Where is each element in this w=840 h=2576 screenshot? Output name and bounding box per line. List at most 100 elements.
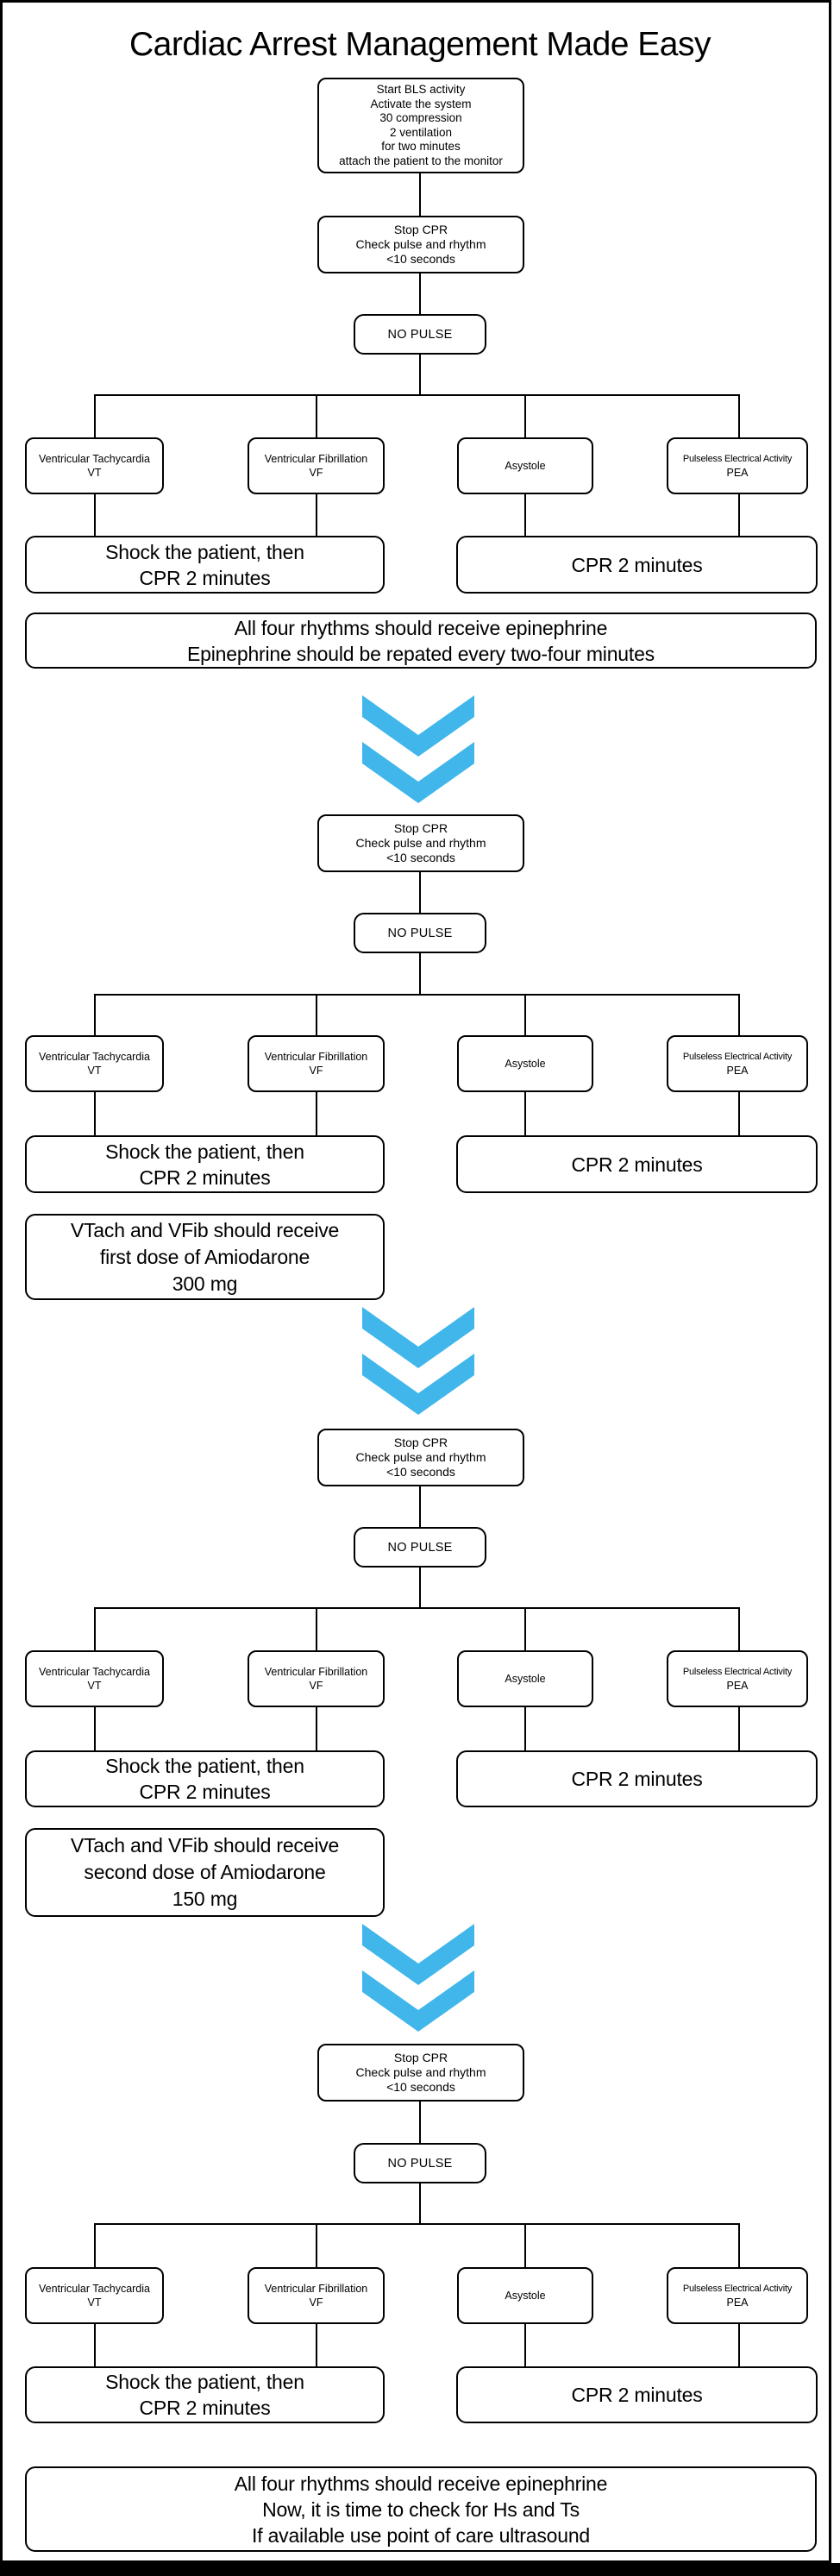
note-line: second dose of Amiodarone xyxy=(84,1861,326,1883)
shock-then-cpr-box: Shock the patient, then CPR 2 minutes xyxy=(25,2366,385,2423)
shock-line: CPR 2 minutes xyxy=(139,566,271,589)
rhythm-abbr: PEA xyxy=(726,467,749,479)
stop-cpr-line: <10 seconds xyxy=(386,2080,455,2094)
shock-line: Shock the patient, then xyxy=(105,540,304,563)
rhythm-name: Asystole xyxy=(505,1673,546,1685)
stop-cpr-line: Stop CPR xyxy=(393,2051,448,2064)
note-line: 300 mg xyxy=(172,1272,238,1295)
note-line: VTach and VFib should receive xyxy=(70,1218,340,1241)
start-bls-box: Start BLS activity Activate the system 3… xyxy=(317,78,524,173)
rhythm-name: Pulseless Electrical Activity xyxy=(682,1052,793,1062)
connector-line xyxy=(419,2102,421,2143)
connector-line xyxy=(316,1607,317,1650)
stop-cpr-box: Stop CPR Check pulse and rhythm <10 seco… xyxy=(317,1429,524,1486)
connector-line xyxy=(524,1092,526,1135)
shock-line: CPR 2 minutes xyxy=(139,1165,271,1189)
connector-line xyxy=(94,394,96,437)
connector-line xyxy=(738,394,740,437)
connector-line xyxy=(94,1707,96,1750)
stop-cpr-line: Check pulse and rhythm xyxy=(355,836,486,850)
rhythm-name: Pulseless Electrical Activity xyxy=(682,2284,793,2294)
rhythm-abbr: PEA xyxy=(726,1065,749,1077)
rhythm-box-vt: Ventricular Tachycardia VT xyxy=(25,2267,164,2324)
shock-then-cpr-box: Shock the patient, then CPR 2 minutes xyxy=(25,536,385,594)
cpr-label: CPR 2 minutes xyxy=(571,2384,703,2406)
cpr-label: CPR 2 minutes xyxy=(571,553,703,576)
amiodarone-second-dose-note-box: VTach and VFib should receive second dos… xyxy=(25,1828,385,1917)
connector-line xyxy=(419,273,421,314)
no-pulse-label: NO PULSE xyxy=(387,926,453,940)
rhythm-abbr: VF xyxy=(309,1680,323,1692)
rhythm-abbr: VT xyxy=(87,2296,102,2309)
rhythm-name: Ventricular Tachycardia xyxy=(38,453,150,465)
stop-cpr-line: <10 seconds xyxy=(386,252,455,266)
connector-line xyxy=(524,2223,526,2267)
start-bls-line: for two minutes xyxy=(381,140,461,153)
no-pulse-box: NO PULSE xyxy=(354,1527,486,1568)
rhythm-name: Pulseless Electrical Activity xyxy=(682,1667,793,1677)
connector-line xyxy=(316,1707,317,1750)
rhythm-name: Pulseless Electrical Activity xyxy=(682,454,793,464)
note-line: first dose of Amiodarone xyxy=(99,1245,310,1268)
rhythm-abbr: VT xyxy=(87,1680,102,1692)
note-line: All four rhythms should receive epinephr… xyxy=(234,616,608,639)
start-bls-line: 2 ventilation xyxy=(389,125,453,139)
connector-line xyxy=(94,2324,96,2366)
connector-line xyxy=(94,1607,96,1650)
stop-cpr-line: Stop CPR xyxy=(393,821,448,835)
rhythm-name: Ventricular Fibrillation xyxy=(264,1666,368,1678)
rhythm-name: Ventricular Tachycardia xyxy=(38,2283,150,2295)
connector-line xyxy=(94,2223,96,2267)
connector-line xyxy=(738,1607,740,1650)
no-pulse-label: NO PULSE xyxy=(387,327,453,342)
rhythm-name: Asystole xyxy=(505,2290,546,2302)
rhythm-name: Ventricular Tachycardia xyxy=(38,1666,150,1678)
shock-line: CPR 2 minutes xyxy=(139,2397,271,2419)
connector-line xyxy=(738,1707,740,1750)
shock-then-cpr-box: Shock the patient, then CPR 2 minutes xyxy=(25,1135,385,1193)
start-bls-line: Activate the system xyxy=(370,97,472,110)
rhythm-name: Ventricular Tachycardia xyxy=(38,1051,150,1063)
stop-cpr-box: Stop CPR Check pulse and rhythm <10 seco… xyxy=(317,2044,524,2102)
shock-line: Shock the patient, then xyxy=(105,1755,304,1777)
amiodarone-first-dose-note-box: VTach and VFib should receive first dose… xyxy=(25,1214,385,1300)
no-pulse-label: NO PULSE xyxy=(387,2156,453,2171)
connector-line xyxy=(94,1092,96,1135)
connector-line xyxy=(738,494,740,536)
connector-line xyxy=(419,1486,421,1527)
rhythm-box-vf: Ventricular Fibrillation VF xyxy=(248,1650,385,1707)
start-bls-line: 30 compression xyxy=(379,111,462,124)
rhythm-name: Ventricular Fibrillation xyxy=(264,2283,368,2295)
rhythm-box-vt: Ventricular Tachycardia VT xyxy=(25,1035,164,1092)
connector-line xyxy=(316,2324,317,2366)
note-line: VTach and VFib should receive xyxy=(70,1834,340,1857)
page-border-bottom xyxy=(0,2563,840,2576)
rhythm-abbr: VF xyxy=(309,1065,323,1077)
rhythm-box-asystole: Asystole xyxy=(457,1650,593,1707)
connector-line xyxy=(524,394,526,437)
double-chevron-down-icon xyxy=(362,1307,474,1415)
rhythm-box-vf: Ventricular Fibrillation VF xyxy=(248,437,385,494)
note-line: All four rhythms should receive epinephr… xyxy=(234,2472,608,2495)
stop-cpr-line: <10 seconds xyxy=(386,851,455,864)
page-title: Cardiac Arrest Management Made Easy xyxy=(129,26,711,63)
stop-cpr-line: <10 seconds xyxy=(386,1465,455,1479)
rhythm-abbr: VT xyxy=(87,1065,102,1077)
final-note-box: All four rhythms should receive epinephr… xyxy=(25,2466,817,2552)
rhythm-box-asystole: Asystole xyxy=(457,437,593,494)
stop-cpr-line: Stop CPR xyxy=(393,1436,448,1449)
shock-line: Shock the patient, then xyxy=(105,1140,304,1163)
connector-line xyxy=(316,394,317,437)
rhythm-name: Ventricular Fibrillation xyxy=(264,1051,368,1063)
connector-line xyxy=(738,1092,740,1135)
rhythm-box-vf: Ventricular Fibrillation VF xyxy=(248,1035,385,1092)
connector-line xyxy=(738,2324,740,2366)
rhythm-abbr: PEA xyxy=(726,1680,749,1692)
rhythm-box-pea: Pulseless Electrical Activity PEA xyxy=(667,437,808,494)
note-line: Now, it is time to check for Hs and Ts xyxy=(262,2497,580,2521)
connector-line xyxy=(419,872,421,913)
rhythm-box-vt: Ventricular Tachycardia VT xyxy=(25,1650,164,1707)
connector-line xyxy=(94,994,96,1035)
rhythm-box-asystole: Asystole xyxy=(457,2267,593,2324)
branch-line xyxy=(94,994,739,996)
